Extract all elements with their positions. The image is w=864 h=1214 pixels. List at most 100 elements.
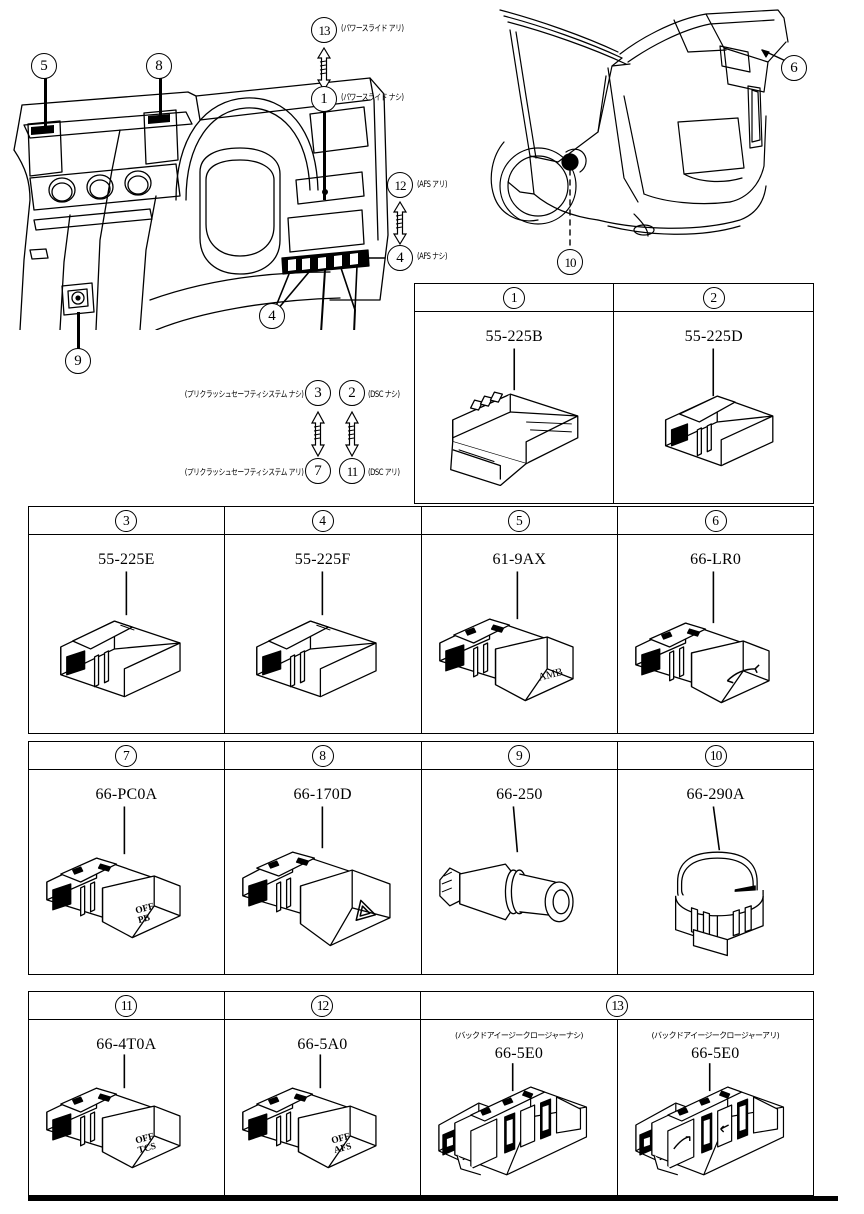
callout-3: 3 [305,380,331,406]
callout-12: 12 [387,172,413,198]
part-cell-2: 55-225D [613,311,814,504]
row4-header-13: 13 [420,991,814,1020]
row4-header-12: 12 [223,991,422,1020]
callout-7: 7 [305,458,331,484]
callout-10: 10 [557,249,583,275]
part-number-12: 66-5A0 [297,1036,348,1053]
row3-header-10: 10 [617,741,814,770]
parts-table-row-1: 1 2 55-225B [413,283,814,504]
cell-number-11: 11 [115,994,138,1017]
part-art-hazard-switch-8 [241,806,391,947]
slide-door-icon [719,1124,729,1133]
callout-13: 13 [311,17,337,43]
callout-2: 2 [339,380,365,406]
part-number-8: 66-170D [293,786,352,803]
part-number-6: 66-LR0 [690,551,742,568]
row3-header-7: 7 [28,741,225,770]
part-cell-10: 66-290A [617,769,814,975]
cell-number-7: 7 [115,744,138,767]
part-art-push-button-10 [675,806,764,957]
row2-header-5: 5 [420,506,619,535]
row2-header-3: 3 [28,506,225,535]
cell-number-2: 2 [702,286,725,309]
cell-number-12: 12 [311,994,334,1017]
part-number-4: 55-225F [294,551,351,568]
cell-number-3: 3 [115,509,138,532]
part-number-3: 55-225E [98,551,155,568]
callout-9: 9 [65,348,91,374]
part-art-ashtray [450,348,579,486]
part-number-1: 55-225B [485,328,543,345]
callout-2-note: (DSC ナシ) [368,390,400,400]
callout-8: 8 [146,53,172,79]
part-number-5: 61-9AX [492,551,547,568]
cell-number-9: 9 [508,744,531,767]
cell-number-13: 13 [606,994,629,1017]
rear-vehicle-illustration [490,9,789,251]
part-art-blank-switch-4 [255,571,377,698]
callout-5: 5 [31,53,57,79]
part-cell-9: 66-250 [420,769,619,975]
part-art-blank-switch-2 [665,348,774,467]
part-cell-3: 55-225E [28,534,225,734]
lead-line-5 [44,78,47,128]
part-number-9: 66-250 [496,786,543,803]
double-arrow-2-11 [344,410,360,458]
row1-header-2: 2 [613,283,814,312]
switch-face-label-amb: AMB [537,666,564,684]
switch-face-label-off-11: OFF [134,1132,155,1147]
part-note-13b: (バックドアイージークロージャーアリ) [651,1031,780,1040]
hatch-closer-icon [672,1136,691,1150]
part-cell-13b: (バックドアイージークロージャーアリ) 66-5E0 [616,1019,815,1196]
parts-table-row-2: 3 4 5 6 55-225E [28,506,814,734]
callout-1-note: (パワースライド ナシ) [341,93,404,103]
switch-face-label-off-7: OFF [134,902,155,917]
callout-4-right-note: (AFS ナシ) [417,252,447,262]
double-arrow-3-7 [310,410,326,458]
part-art-rocker-switch-12: OFF AFS [241,1054,377,1169]
switch-face-label-pb: PB [137,913,152,926]
callout-4-right: 4 [387,245,413,271]
hatch-open-icon [727,664,760,684]
bottom-rule [28,1196,838,1201]
row1-header-1: 1 [413,283,615,312]
part-cell-7: 66-PC0A OFF [28,769,225,975]
part-note-13a: (バックドアイージークロージャーナシ) [455,1031,584,1040]
part-cell-4: 55-225F [223,534,422,734]
part-art-multi-switch-13a [438,1063,588,1176]
part-number-10: 66-290A [686,786,745,803]
cell-number-8: 8 [311,744,334,767]
cell-number-10: 10 [704,744,727,767]
switch-face-label-tcs: TCS [137,1142,157,1156]
dashboard-illustration [13,77,389,330]
callout-13-note: (パワースライド アリ) [341,24,404,34]
callout-11-note: (DSC アリ) [368,468,400,478]
lead-line-1 [323,112,326,200]
part-number-2: 55-225D [684,328,743,345]
part-number-7: 66-PC0A [95,786,158,803]
part-art-rocker-switch-11: OFF TCS [46,1054,181,1169]
row2-header-6: 6 [617,506,814,535]
part-art-rocker-switch-7: OFF PB [46,806,181,939]
part-cell-13a: (バックドアイージークロージャーナシ) 66-5E0 [420,1019,618,1196]
row3-header-8: 8 [223,741,422,770]
hazard-triangle-icon [355,899,376,922]
callout-1: 1 [311,86,337,112]
row2-header-4: 4 [223,506,422,535]
callout-11: 11 [339,458,365,484]
part-art-blank-switch-3 [60,571,181,698]
part-cell-5: 61-9AX [420,534,619,734]
callout-6: 6 [781,55,807,81]
callout-12-note: (AFS アリ) [417,180,447,190]
part-cell-12: 66-5A0 OFF [223,1019,422,1196]
cell-number-1: 1 [503,286,526,309]
part-number-11: 66-4T0A [96,1036,157,1053]
part-cell-1: 55-225B [413,311,615,504]
row4-header-11: 11 [28,991,225,1020]
switch-face-label-off-12: OFF [330,1132,351,1147]
part-cell-6: 66-LR0 [617,534,814,734]
lead-line-8 [159,78,162,118]
double-arrow-12-4 [392,200,408,246]
cell-number-6: 6 [704,509,727,532]
